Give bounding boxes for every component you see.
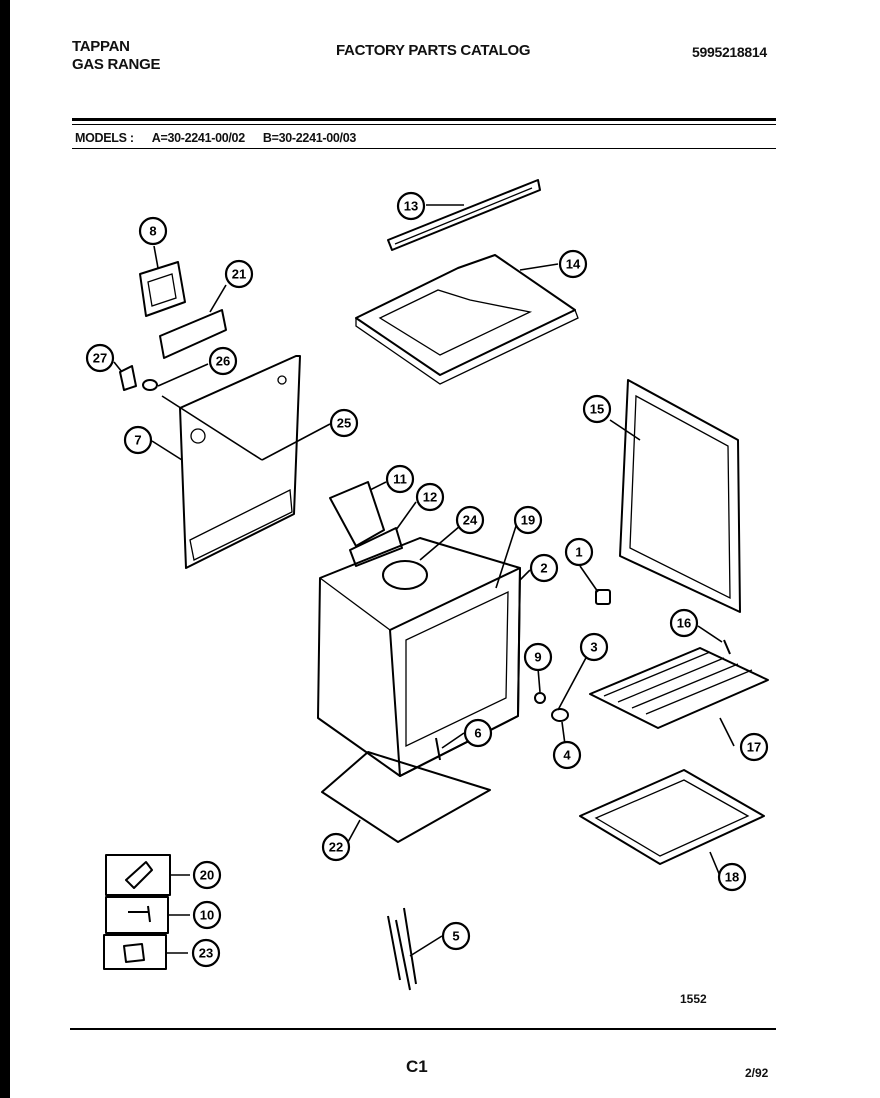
catalog-number: 5995218814 [692, 44, 767, 60]
part-8-panel-block [139, 261, 186, 317]
header-rule-bottom [72, 124, 776, 125]
callout-7: 7 [123, 425, 153, 455]
part-1-knob [595, 589, 611, 605]
callout-8-label: 8 [149, 224, 156, 239]
callout-3: 3 [579, 632, 609, 662]
part-6-leg [435, 737, 441, 761]
date-code: 2/92 [745, 1066, 769, 1080]
drawing-number: 1552 [680, 992, 707, 1006]
models-line: MODELS : A=30-2241-00/02 B=30-2241-00/03 [75, 131, 374, 145]
part-20-box [105, 854, 171, 896]
page-code: C1 [406, 1057, 428, 1076]
callout-17-label: 17 [747, 740, 761, 755]
part-9-washer [534, 692, 546, 704]
models-label: MODELS : [75, 131, 134, 145]
callout-10-label: 10 [200, 908, 214, 923]
callout-4-label: 4 [563, 748, 571, 763]
callout-9: 9 [523, 642, 553, 672]
callout-1-label: 1 [575, 545, 582, 560]
callout-18: 18 [717, 862, 747, 892]
callout-17: 17 [739, 732, 769, 762]
part-27-clip [119, 365, 137, 391]
callout-23: 23 [191, 938, 221, 968]
callout-3-label: 3 [590, 640, 597, 655]
part-7-side-panel [179, 355, 301, 569]
header-rule-top [72, 118, 776, 121]
scan-edge-bar [0, 0, 10, 1098]
part-22-bottom-panel [321, 751, 491, 843]
part-13-top-rail [387, 179, 541, 251]
brand-name: TAPPAN [72, 38, 130, 55]
callout-8: 8 [138, 216, 168, 246]
callout-5-label: 5 [452, 929, 459, 944]
callout-11: 11 [385, 464, 415, 494]
callout-25: 25 [329, 408, 359, 438]
footer-rule [70, 1028, 776, 1030]
callout-4: 4 [552, 740, 582, 770]
callout-14-label: 14 [566, 257, 581, 272]
callout-13-label: 13 [404, 199, 418, 214]
callout-1: 1 [564, 537, 594, 567]
callout-2: 2 [529, 553, 559, 583]
callout-27: 27 [85, 343, 115, 373]
part-25-rod [161, 395, 263, 461]
callout-7-label: 7 [134, 433, 141, 448]
callout-18-label: 18 [725, 870, 739, 885]
callout-15: 15 [582, 394, 612, 424]
callout-16: 16 [669, 608, 699, 638]
callout-22: 22 [321, 832, 351, 862]
part-15-oven-door [619, 379, 741, 613]
callout-26-label: 26 [216, 354, 230, 369]
callout-5: 5 [441, 921, 471, 951]
part-26-knob [142, 379, 158, 391]
part-14-cooktop-panel [355, 254, 579, 385]
callout-11-label: 11 [393, 472, 407, 487]
product-type: GAS RANGE [72, 56, 161, 73]
part-4-knob [551, 708, 569, 722]
part-5-hinge-spring [387, 907, 417, 991]
callout-19: 19 [513, 505, 543, 535]
callout-2-label: 2 [540, 561, 547, 576]
part-11-vent [329, 481, 385, 547]
models-rule [72, 148, 776, 149]
part-24-burner [382, 560, 428, 590]
callout-21-label: 21 [232, 267, 246, 282]
catalog-title: FACTORY PARTS CATALOG [336, 42, 531, 59]
part-10-box [105, 896, 169, 934]
part-17-oven-rack [589, 647, 769, 729]
callout-22-label: 22 [329, 840, 343, 855]
callout-23-label: 23 [199, 946, 213, 961]
callout-15-label: 15 [590, 402, 604, 417]
callout-16-label: 16 [677, 616, 691, 631]
callout-10: 10 [192, 900, 222, 930]
callout-14: 14 [558, 249, 588, 279]
callout-20: 20 [192, 860, 222, 890]
part-23-box [103, 934, 167, 970]
part-18-broiler-pan [579, 769, 765, 865]
callout-6: 6 [463, 718, 493, 748]
callout-19-label: 19 [521, 513, 535, 528]
callout-6-label: 6 [474, 726, 481, 741]
part-16-pin [723, 639, 731, 655]
part-21-bracket [159, 309, 227, 359]
callout-24-label: 24 [463, 513, 478, 528]
model-a: A=30-2241-00/02 [151, 131, 245, 145]
part-2-oven-body [317, 537, 521, 777]
callout-12: 12 [415, 482, 445, 512]
part-12-holder [349, 527, 403, 567]
callout-13: 13 [396, 191, 426, 221]
brand-title: TAPPAN GAS RANGE [72, 38, 160, 74]
callout-27-label: 27 [93, 351, 107, 366]
callout-20-label: 20 [200, 868, 214, 883]
callout-25-label: 25 [337, 416, 351, 431]
callout-leaders [113, 204, 735, 957]
model-b: B=30-2241-00/03 [262, 131, 357, 145]
callout-12-label: 12 [423, 490, 437, 505]
callout-9-label: 9 [534, 650, 541, 665]
callout-21: 21 [224, 259, 254, 289]
callout-24: 24 [455, 505, 485, 535]
callout-26: 26 [208, 346, 238, 376]
